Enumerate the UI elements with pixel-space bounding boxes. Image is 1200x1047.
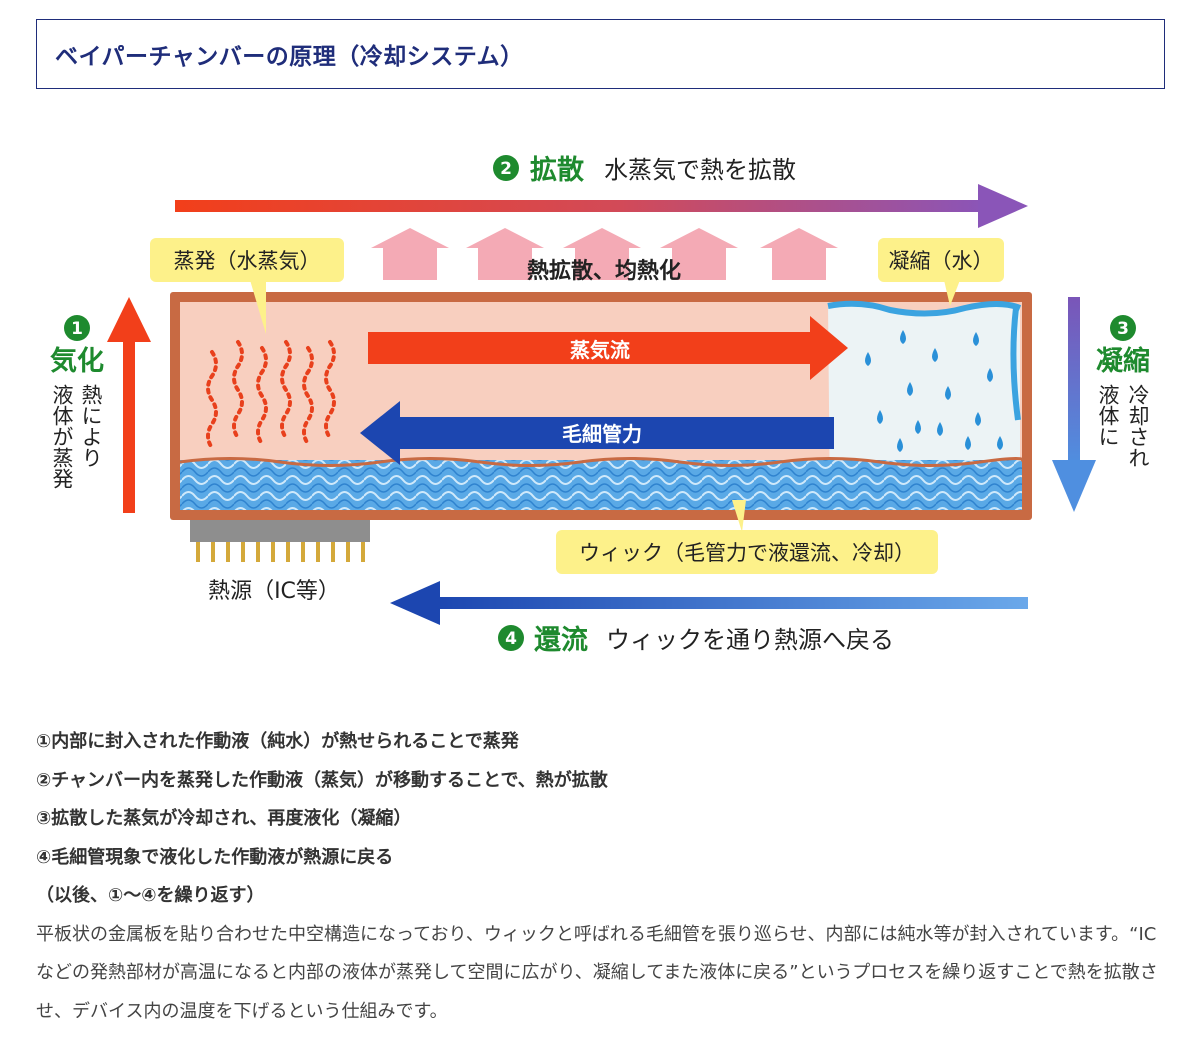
step1-title: 気化 — [50, 345, 104, 377]
water-droplets — [865, 330, 1003, 452]
step-line-2: ②チャンバー内を蒸発した作動液（蒸気）が移動することで、熱が拡散 — [36, 769, 608, 791]
step-line-repeat: （以後、①〜④を繰り返す） — [36, 885, 265, 906]
vapor-chamber — [170, 292, 1032, 520]
step-line-4: ④毛細管現象で液化した作動液が熱源に戻る — [36, 846, 394, 868]
callout-wick-text: ウィック（毛管力で液還流、冷却） — [579, 541, 915, 565]
callout-evaporation-text: 蒸発（水蒸気） — [174, 249, 321, 273]
description-paragraph: 平板状の金属板を貼り合わせた中空構造になっており、ウィックと呼ばれる毛細管を張り… — [36, 923, 1158, 1022]
capillary-label: 毛細管力 — [562, 422, 642, 446]
condensation-arrow — [1052, 297, 1096, 512]
step-line-1: ①内部に封入された作動液（純水）が熱せられることで蒸発 — [36, 731, 519, 752]
step3-desc-col2: 液体に — [1096, 384, 1120, 447]
step3-title: 凝縮 — [1096, 345, 1150, 377]
step2-label: 2 拡散 水蒸気で熱を拡散 — [493, 155, 796, 186]
callout-condensation: 凝縮（水） — [878, 238, 1004, 306]
step4-title: 還流 — [534, 625, 588, 656]
steam-squiggles — [206, 340, 336, 450]
heat-spread-arrows — [371, 228, 838, 280]
vapor-flow-label: 蒸気流 — [570, 338, 630, 362]
step3-label: 3 凝縮 冷却され 液体に — [1096, 315, 1150, 468]
callout-wick: ウィック（毛管力で液還流、冷却） — [556, 500, 938, 574]
step1-badge — [64, 315, 90, 341]
heat-source-label: 熱源（IC等） — [208, 579, 340, 604]
process-steps: ①内部に封入された作動液（純水）が熱せられることで蒸発 ②チャンバー内を蒸発した… — [36, 723, 1176, 1031]
return-arrow — [390, 581, 1028, 625]
step1-desc-col1: 熱により — [79, 384, 103, 468]
step1-label: 1 気化 熱により 液体が蒸発 — [50, 315, 104, 489]
heat-source-ic: 熱源（IC等） — [190, 520, 370, 604]
step4-description: ウィックを通り熱源へ戻る — [606, 626, 894, 654]
step4-number: 4 — [505, 629, 517, 649]
step2-title: 拡散 — [530, 155, 584, 186]
step2-description: 水蒸気で熱を拡散 — [604, 156, 796, 184]
step2-number: 2 — [500, 159, 512, 179]
step3-number: 3 — [1117, 319, 1129, 339]
step4-badge — [498, 625, 524, 651]
step1-desc-col2: 液体が蒸発 — [50, 384, 74, 489]
step3-desc-col1: 冷却され — [1126, 384, 1150, 468]
vapor-chamber-diagram: 2 拡散 水蒸気で熱を拡散 熱拡散、均熱化 — [50, 155, 1150, 656]
page-title: ベイパーチャンバーの原理（冷却システム） — [55, 44, 524, 70]
heat-spread-label: 熱拡散、均熱化 — [527, 258, 681, 284]
step1-number: 1 — [71, 319, 83, 339]
vapor-flow-arrow: 蒸気流 — [368, 316, 848, 380]
capillary-force-arrow: 毛細管力 — [360, 401, 834, 465]
callout-evaporation: 蒸発（水蒸気） — [150, 238, 344, 334]
vaporization-arrow — [107, 297, 151, 513]
step3-badge — [1110, 315, 1136, 341]
callout-condensation-text: 凝縮（水） — [889, 249, 994, 273]
diffusion-arrow — [175, 184, 1028, 228]
wick-layer — [180, 460, 1022, 510]
step2-badge — [493, 155, 519, 181]
step-line-3: ③拡散した蒸気が冷却され、再度液化（凝縮） — [36, 808, 412, 829]
title-box: ベイパーチャンバーの原理（冷却システム） — [36, 19, 1165, 89]
step4-label: 4 還流 ウィックを通り熱源へ戻る — [498, 625, 894, 656]
